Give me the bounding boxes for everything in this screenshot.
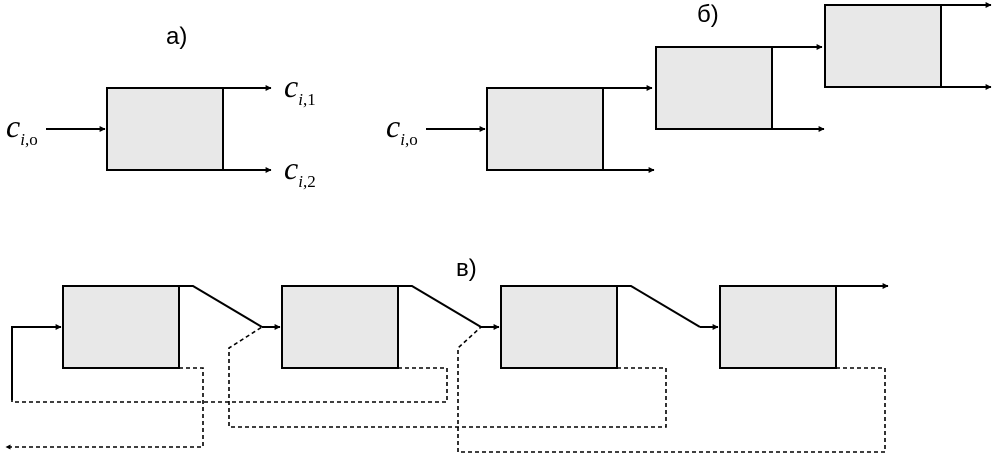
panel-b-label: б) bbox=[697, 1, 719, 28]
panel-a-input-label: ci,o bbox=[6, 108, 38, 149]
panel-v-link-1-2 bbox=[179, 285, 263, 328]
panel-v-label: в) bbox=[456, 255, 477, 282]
panel-b-box-2 bbox=[655, 46, 773, 130]
panel-v-box-2 bbox=[281, 285, 399, 369]
panel-b-box-3 bbox=[824, 4, 942, 88]
panel-v-input-arrow bbox=[11, 324, 62, 400]
panel-a-label: а) bbox=[166, 23, 187, 50]
panel-v-box-4 bbox=[719, 285, 837, 369]
panel-b-input-label: ci,o bbox=[386, 108, 418, 149]
panel-v-recycle-3-to-2 bbox=[228, 326, 667, 428]
panel-a: а) ci,o ci,1 ci,2 bbox=[6, 23, 316, 191]
panel-v-link-3-4 bbox=[617, 285, 701, 328]
panel-v-box-1 bbox=[62, 285, 180, 369]
panel-v-link-2-3 bbox=[398, 285, 482, 328]
panel-a-output-2-label: ci,2 bbox=[284, 150, 316, 191]
panel-v-box-3 bbox=[500, 285, 618, 369]
panel-a-output-1-label: ci,1 bbox=[284, 68, 316, 109]
panel-v-recycle-2-to-1 bbox=[11, 367, 448, 403]
panel-a-box bbox=[106, 87, 224, 171]
panel-b: б) ci,o bbox=[386, 1, 992, 173]
panel-b-box-1 bbox=[486, 87, 604, 171]
panel-v-recycle-out bbox=[5, 367, 204, 450]
panel-v-recycle-4-to-3 bbox=[457, 326, 886, 453]
panel-v: в) bbox=[5, 255, 889, 453]
